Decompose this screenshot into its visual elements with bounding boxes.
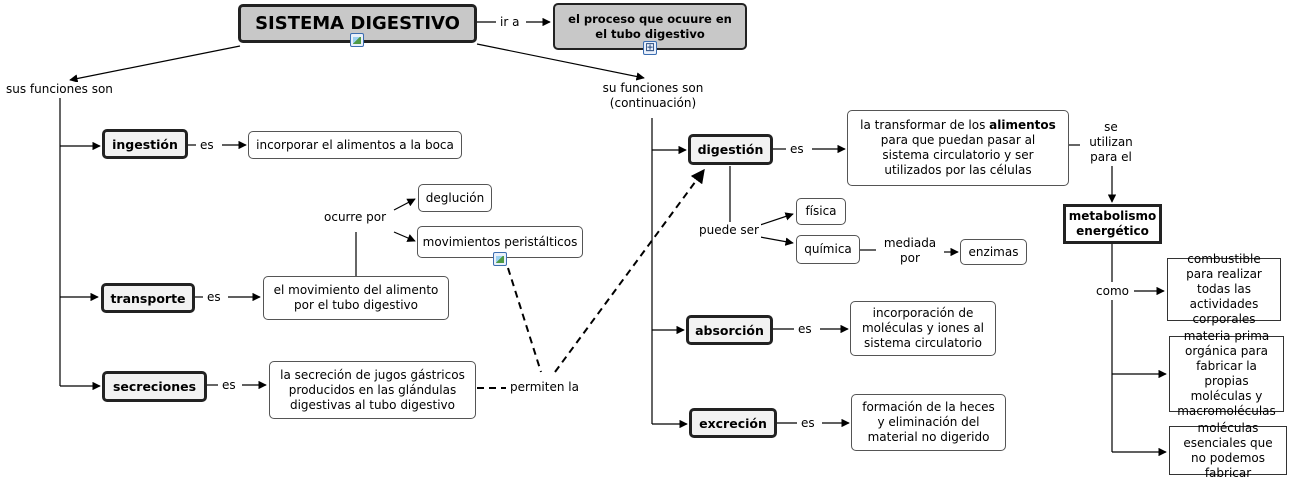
mediada-por-label: mediada por — [876, 236, 944, 266]
incorporacion-moleculas-node[interactable]: incorporación de moléculas y iones al si… — [850, 301, 996, 356]
transporte-label: transporte — [110, 290, 186, 306]
proceso-tubo-node[interactable]: el proceso que ocuure en el tubo digesti… — [553, 3, 747, 50]
ingestion-es-label: es — [198, 138, 216, 153]
permiten-la-label: permiten la — [508, 380, 581, 395]
sus-funciones-cont-label: su funciones son (continuación) — [596, 81, 710, 111]
incorporacion-moleculas-label: incorporación de moléculas y iones al si… — [861, 306, 985, 350]
enzimas-node[interactable]: enzimas — [960, 239, 1027, 265]
ocurre-por-label: ocurre por — [322, 210, 389, 225]
movimiento-alimento-node[interactable]: el movimiento del alimento por el tubo d… — [263, 276, 449, 320]
formacion-heces-label: formación de la heces y eliminación del … — [862, 400, 995, 444]
se-utilizan-label: se utilizan para el — [1082, 120, 1140, 165]
quimica-node[interactable]: química — [796, 235, 860, 264]
fisica-label: física — [805, 204, 837, 218]
proceso-tubo-label: el proceso que ocuure en el tubo digesti… — [568, 11, 732, 41]
combustible-label: combustible para realizar todas las acti… — [1186, 252, 1262, 326]
incorporar-alimentos-label: incorporar el alimentos a la boca — [256, 137, 454, 152]
como-label: como — [1094, 284, 1131, 299]
excrecion-es-label: es — [799, 416, 817, 431]
metabolismo-node[interactable]: metabolismo energético — [1063, 204, 1162, 244]
moleculas-esenciales-node[interactable]: moléculas esenciales que no podemos fabr… — [1169, 421, 1287, 480]
movimientos-peristalticos-label: movimientos peristálticos — [422, 234, 578, 249]
sus-funciones-label: sus funciones son — [4, 82, 115, 97]
absorcion-node[interactable]: absorción — [686, 315, 773, 345]
incorporar-alimentos-node[interactable]: incorporar el alimentos a la boca — [248, 131, 462, 159]
digestion-label: digestión — [697, 142, 764, 157]
digestion-node[interactable]: digestión — [688, 134, 773, 165]
image-icon[interactable] — [493, 252, 507, 266]
absorcion-es-label: es — [796, 322, 814, 337]
formacion-heces-node[interactable]: formación de la heces y eliminación del … — [851, 394, 1006, 451]
sistema-digestivo-label: SISTEMA DIGESTIVO — [255, 13, 460, 34]
ingestion-node[interactable]: ingestión — [102, 129, 188, 159]
transformar-bold-label: alimentos — [989, 118, 1056, 132]
deglucion-node[interactable]: deglución — [418, 184, 492, 212]
puede-ser-label: puede ser — [697, 223, 761, 238]
ir-a-label: ir a — [498, 15, 522, 30]
moleculas-esenciales-label: moléculas esenciales que no podemos fabr… — [1183, 420, 1273, 480]
digestion-es-label: es — [788, 142, 806, 157]
movimiento-alimento-label: el movimiento del alimento por el tubo d… — [273, 283, 439, 312]
transformar-alimentos-text: la transformar de los alimentos para que… — [856, 118, 1060, 178]
quimica-label: química — [804, 242, 852, 256]
excrecion-label: excreción — [699, 415, 767, 431]
image-icon[interactable] — [350, 33, 364, 47]
absorcion-label: absorción — [695, 322, 764, 338]
combustible-node[interactable]: combustible para realizar todas las acti… — [1167, 252, 1281, 326]
transformar-alimentos-node[interactable]: la transformar de los alimentos para que… — [847, 110, 1069, 186]
transporte-es-label: es — [205, 290, 223, 305]
secreciones-es-label: es — [220, 378, 238, 393]
secrecion-jugos-label: la secreción de jugos gástricos producid… — [280, 367, 465, 412]
enzimas-label: enzimas — [968, 244, 1019, 259]
secrecion-jugos-node[interactable]: la secreción de jugos gástricos producid… — [269, 361, 476, 419]
excrecion-node[interactable]: excreción — [689, 408, 777, 438]
fisica-node[interactable]: física — [796, 198, 846, 225]
secreciones-label: secreciones — [112, 379, 197, 394]
ingestion-label: ingestión — [112, 136, 178, 152]
transporte-node[interactable]: transporte — [101, 283, 195, 313]
transformar-post-label: para que puedan pasar al sistema circula… — [880, 133, 1036, 177]
secreciones-node[interactable]: secreciones — [102, 371, 207, 402]
transformar-pre-label: la transformar de los — [860, 118, 990, 132]
concept-map-icon[interactable] — [643, 40, 657, 55]
metabolismo-label: metabolismo energético — [1068, 209, 1157, 238]
deglucion-label: deglución — [425, 190, 485, 205]
materia-prima-node[interactable]: materia prima orgánica para fabricar la … — [1169, 329, 1284, 418]
materia-prima-label: materia prima orgánica para fabricar la … — [1177, 329, 1276, 418]
